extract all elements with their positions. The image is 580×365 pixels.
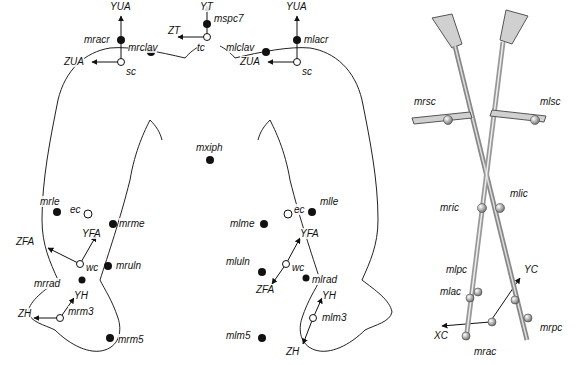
marker-label: wc: [292, 262, 304, 273]
marker-label: mlacr: [304, 34, 328, 45]
marker-label: mrac: [474, 346, 496, 357]
marker-label: ZH: [286, 346, 299, 357]
marker-label: mrpc: [540, 322, 562, 333]
marker-label: mrm3: [68, 306, 94, 317]
marker-label: sc: [302, 66, 312, 77]
marker-label: mlrad: [312, 274, 337, 285]
marker-label: mrclav: [128, 42, 157, 53]
marker-label: sc: [126, 66, 136, 77]
marker-label: mlm3: [322, 312, 346, 323]
marker-label: mruln: [116, 260, 141, 271]
marker-label: mluln: [226, 256, 250, 267]
marker-label: XC: [434, 330, 448, 341]
marker-label: ec: [294, 204, 305, 215]
marker-label: ZUA: [64, 56, 84, 67]
marker-label: mrsc: [414, 96, 436, 107]
marker-label: mrle: [40, 196, 59, 207]
marker-label: mlm5: [226, 330, 250, 341]
marker-label: mrm5: [118, 334, 144, 345]
marker-label: YUA: [286, 1, 307, 12]
marker-label: mlsc: [540, 96, 561, 107]
marker-label: YFA: [82, 228, 101, 239]
marker-label: YFA: [300, 228, 319, 239]
marker-label: YC: [524, 264, 538, 275]
marker-label: mric: [440, 202, 459, 213]
marker-label: ec: [70, 204, 81, 215]
marker-label: mlme: [230, 218, 254, 229]
marker-label: YH: [74, 290, 88, 301]
marker-label: mlic: [510, 188, 528, 199]
marker-label: mracr: [84, 34, 110, 45]
marker-label: mlle: [320, 196, 338, 207]
marker-label: mspc7: [214, 13, 243, 24]
marker-label: ZT: [168, 25, 180, 36]
marker-label: ZFA: [16, 236, 34, 247]
marker-label: YH: [322, 290, 336, 301]
marker-label: mrme: [119, 218, 145, 229]
marker-label: ZFA: [256, 284, 274, 295]
marker-label: tc: [197, 42, 205, 53]
marker-label: wc: [86, 262, 98, 273]
marker-label: YUA: [110, 1, 131, 12]
marker-label: YT: [200, 1, 213, 12]
marker-label: mxiph: [196, 142, 223, 153]
marker-label: mrrad: [34, 278, 60, 289]
marker-label: ZUA: [240, 56, 260, 67]
marker-label: mlclav: [226, 42, 254, 53]
marker-label: mlpc: [446, 264, 467, 275]
marker-label: mlac: [440, 286, 461, 297]
marker-label: ZH: [18, 308, 31, 319]
